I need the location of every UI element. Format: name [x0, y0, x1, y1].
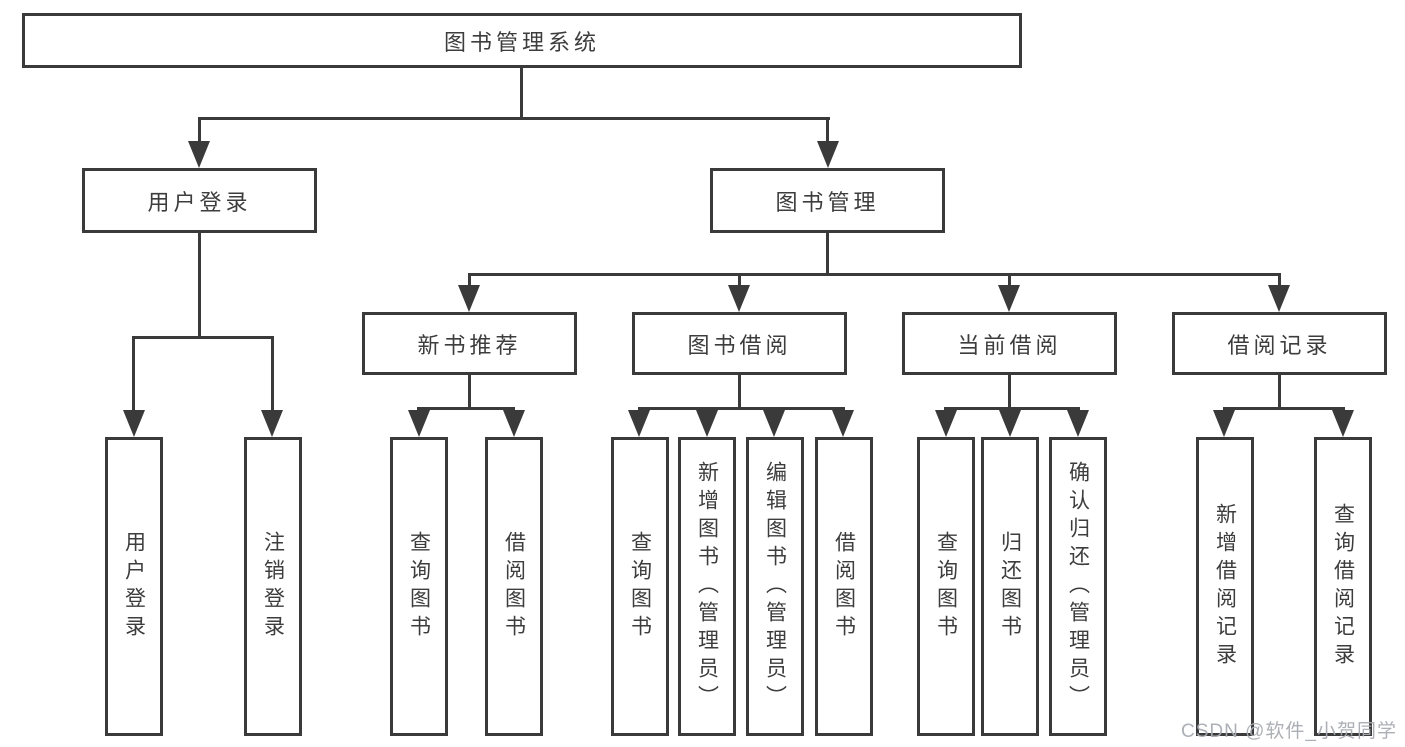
connector-drop-level3 [738, 273, 741, 293]
connector-drop-level3 [1278, 273, 1281, 293]
node-current-borrowing: 当前借阅 [902, 312, 1117, 375]
node-book-borrowing: 图书借阅 [632, 312, 847, 375]
node-user-login: 用户登录 [82, 168, 317, 233]
node-label: 用户登录 [122, 530, 146, 643]
arrow-down-leaf [763, 410, 785, 437]
leaf-query-books-recommend: 查询图书 [390, 437, 448, 736]
leaf-borrow-books-recommend: 借阅图书 [485, 437, 543, 736]
connector-drop-level3 [468, 273, 471, 293]
connector-borrowing-records-stem [1278, 375, 1281, 410]
node-label: 查询借阅记录 [1331, 502, 1355, 671]
node-label: 归还图书 [998, 530, 1022, 643]
connector-book-borrowing-branch [638, 407, 845, 410]
node-label: 用户登录 [147, 189, 252, 215]
leaf-edit-books-admin: 编辑图书（管理员） [746, 437, 804, 736]
connector-user-login-stem [198, 233, 201, 339]
leaf-add-borrow-record: 新增借阅记录 [1196, 437, 1254, 736]
connector-new-book-stem [468, 375, 471, 410]
connector-book-management-stem [826, 233, 829, 276]
node-label: 借阅记录 [1227, 332, 1332, 358]
leaf-user-login: 用户登录 [105, 437, 163, 736]
arrow-down-leaf [1067, 410, 1089, 437]
leaf-query-borrow-record: 查询借阅记录 [1314, 437, 1372, 736]
connector-root-branch [198, 117, 830, 120]
node-label: 新增借阅记录 [1213, 502, 1237, 671]
connector-drop-user-login [198, 117, 201, 145]
node-borrowing-records: 借阅记录 [1172, 312, 1387, 375]
arrow-down-leaf [832, 410, 854, 437]
arrow-down-leaf [696, 410, 718, 437]
node-label: 借阅图书 [832, 530, 856, 643]
leaf-return-books: 归还图书 [981, 437, 1039, 736]
leaf-borrow-books: 借阅图书 [815, 437, 873, 736]
connector-drop-book-management [826, 117, 829, 145]
connector-user-login-branch [132, 336, 274, 339]
arrow-down-leaf [628, 410, 650, 437]
connector-book-borrowing-stem [738, 375, 741, 410]
node-label: 图书借阅 [687, 332, 792, 358]
node-label: 查询图书 [628, 530, 652, 643]
node-label: 图书管理 [775, 189, 880, 215]
connector-book-management-branch [468, 273, 1281, 276]
connector-drop-level3 [1008, 273, 1011, 293]
node-label: 查询图书 [407, 530, 431, 643]
connector-current-borrowing-stem [1008, 375, 1011, 410]
connector-borrowing-records-branch [1223, 407, 1345, 410]
arrow-down-level3 [458, 285, 480, 312]
arrow-down-level3 [1268, 285, 1290, 312]
arrow-down-user-login [188, 141, 210, 168]
arrow-down-leaf [999, 410, 1021, 437]
arrow-down-level3 [998, 285, 1020, 312]
node-new-book-recommendation: 新书推荐 [362, 312, 577, 375]
node-label: 图书管理系统 [443, 29, 600, 55]
arrow-down-leaf [503, 410, 525, 437]
arrow-down-level3 [728, 285, 750, 312]
node-label: 确认归还（管理员） [1066, 460, 1090, 713]
node-label: 编辑图书（管理员） [763, 460, 787, 713]
node-root-library-management-system: 图书管理系统 [22, 13, 1022, 68]
leaf-confirm-return-admin: 确认归还（管理员） [1049, 437, 1107, 736]
node-label: 当前借阅 [957, 332, 1062, 358]
node-book-management: 图书管理 [710, 168, 945, 233]
arrow-down-leaf [123, 410, 145, 437]
node-label: 新增图书（管理员） [695, 460, 719, 713]
watermark: CSDN @软件_小贺同学 [1181, 721, 1397, 742]
node-label: 注销登录 [261, 530, 285, 643]
connector-drop-leaf [132, 336, 135, 414]
arrow-down-leaf [408, 410, 430, 437]
leaf-query-books-current: 查询图书 [917, 437, 975, 736]
node-label: 借阅图书 [502, 530, 526, 643]
connector-current-borrowing-branch [944, 407, 1080, 410]
leaf-query-books-borrowing: 查询图书 [611, 437, 669, 736]
connector-root-stem [520, 68, 523, 118]
node-label: 新书推荐 [417, 332, 522, 358]
leaf-add-books-admin: 新增图书（管理员） [678, 437, 736, 736]
arrow-down-leaf [1213, 410, 1235, 437]
arrow-down-book-management [817, 141, 839, 168]
connector-drop-leaf [271, 336, 274, 414]
node-label: 查询图书 [934, 530, 958, 643]
leaf-logout: 注销登录 [244, 437, 302, 736]
connector-new-book-branch [417, 407, 515, 410]
arrow-down-leaf [1332, 410, 1354, 437]
arrow-down-leaf [935, 410, 957, 437]
arrow-down-leaf [261, 410, 283, 437]
